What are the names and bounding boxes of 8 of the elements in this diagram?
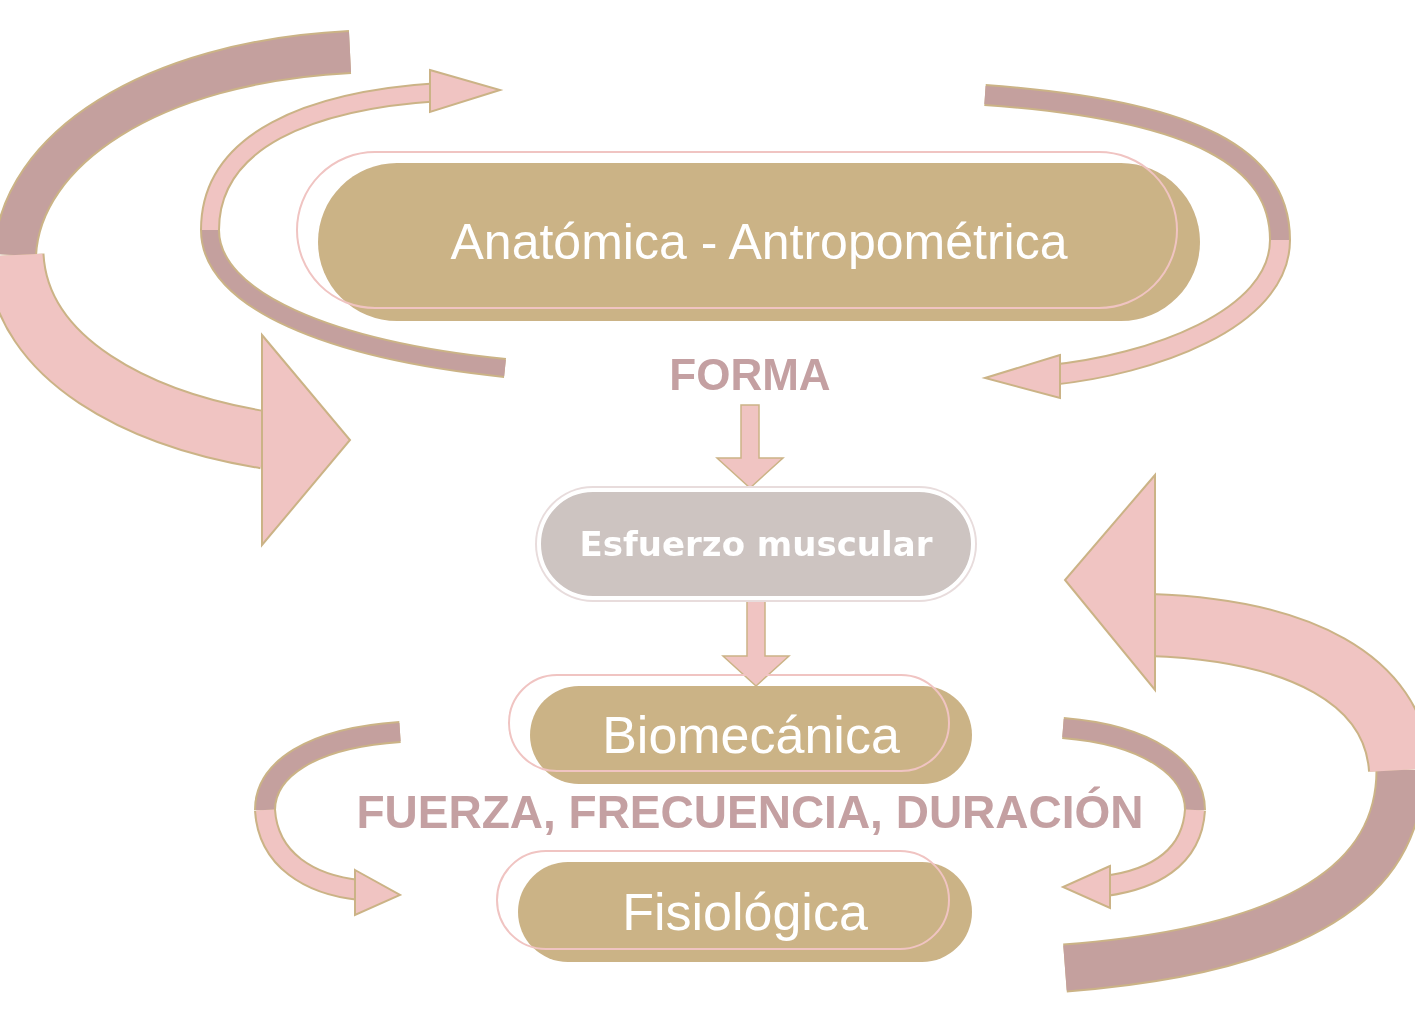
- annotation-text: FUERZA, FRECUENCIA, DURACIÓN: [355, 785, 1145, 839]
- node-text: Anatómica - Antropométrica: [450, 213, 1068, 271]
- node-text: Biomecánica: [602, 705, 900, 765]
- node-text: Fisiológica: [622, 882, 868, 942]
- heading-text: FORMA: [669, 350, 831, 400]
- arrow: [721, 599, 791, 687]
- arrow: [715, 404, 785, 489]
- node-text: Esfuerzo muscular: [579, 524, 933, 564]
